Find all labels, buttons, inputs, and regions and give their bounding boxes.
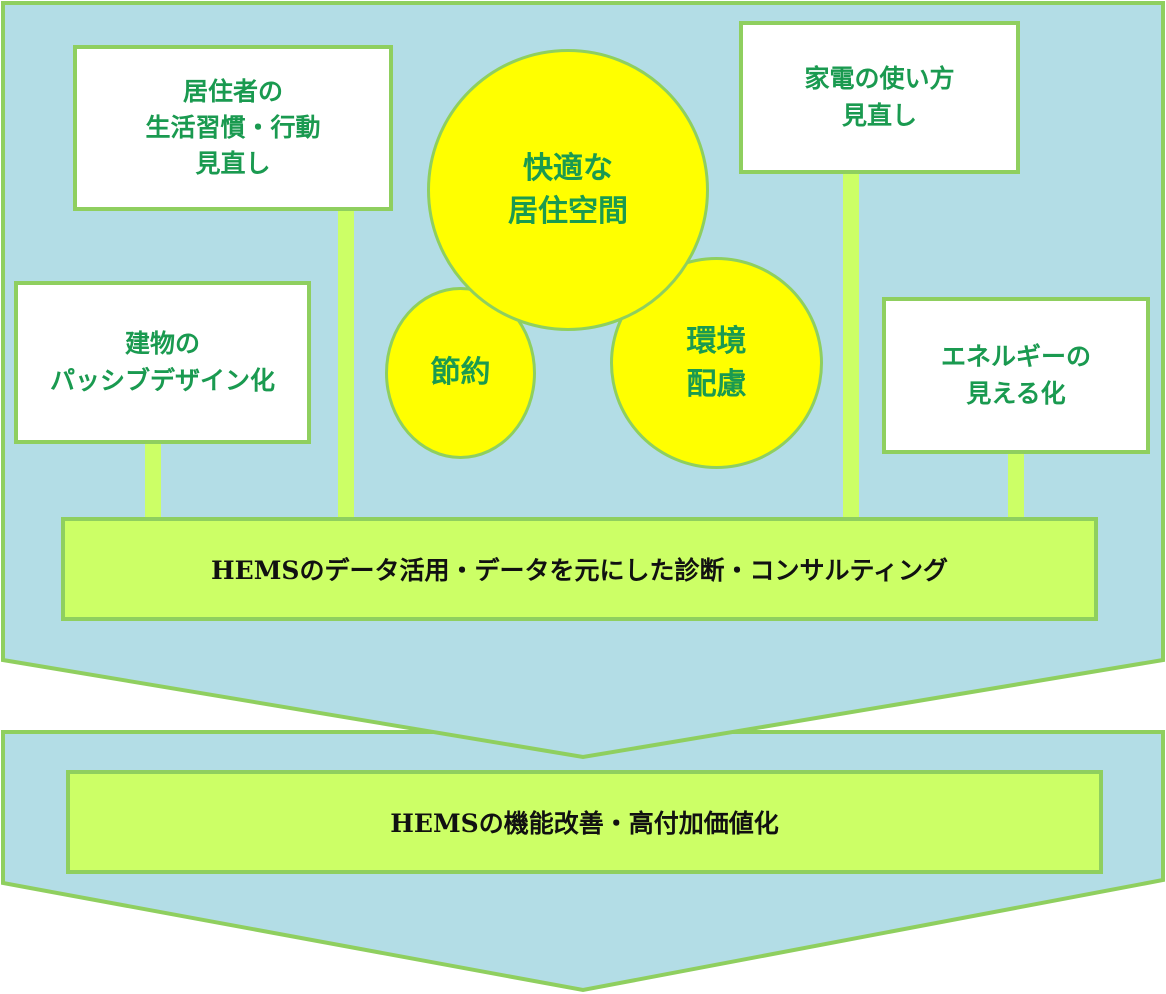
connector-habits (338, 208, 354, 520)
connector-appliances (843, 171, 859, 520)
box-passive-design: 建物の パッシブデザイン化 (14, 281, 311, 444)
bar-hems-improvement: HEMSの機能改善・高付加価値化 (66, 770, 1103, 874)
box-habits: 居住者の 生活習慣・行動 見直し (73, 45, 393, 211)
box-energy-visualization: エネルギーの 見える化 (882, 297, 1150, 454)
connector-visualize (1008, 451, 1024, 520)
connector-passive (145, 441, 161, 520)
circle-comfort: 快適な 居住空間 (427, 49, 709, 331)
box-appliances: 家電の使い方 見直し (739, 21, 1020, 174)
bar-data-utilization: HEMSのデータ活用・データを元にした診断・コンサルティング (61, 517, 1098, 621)
